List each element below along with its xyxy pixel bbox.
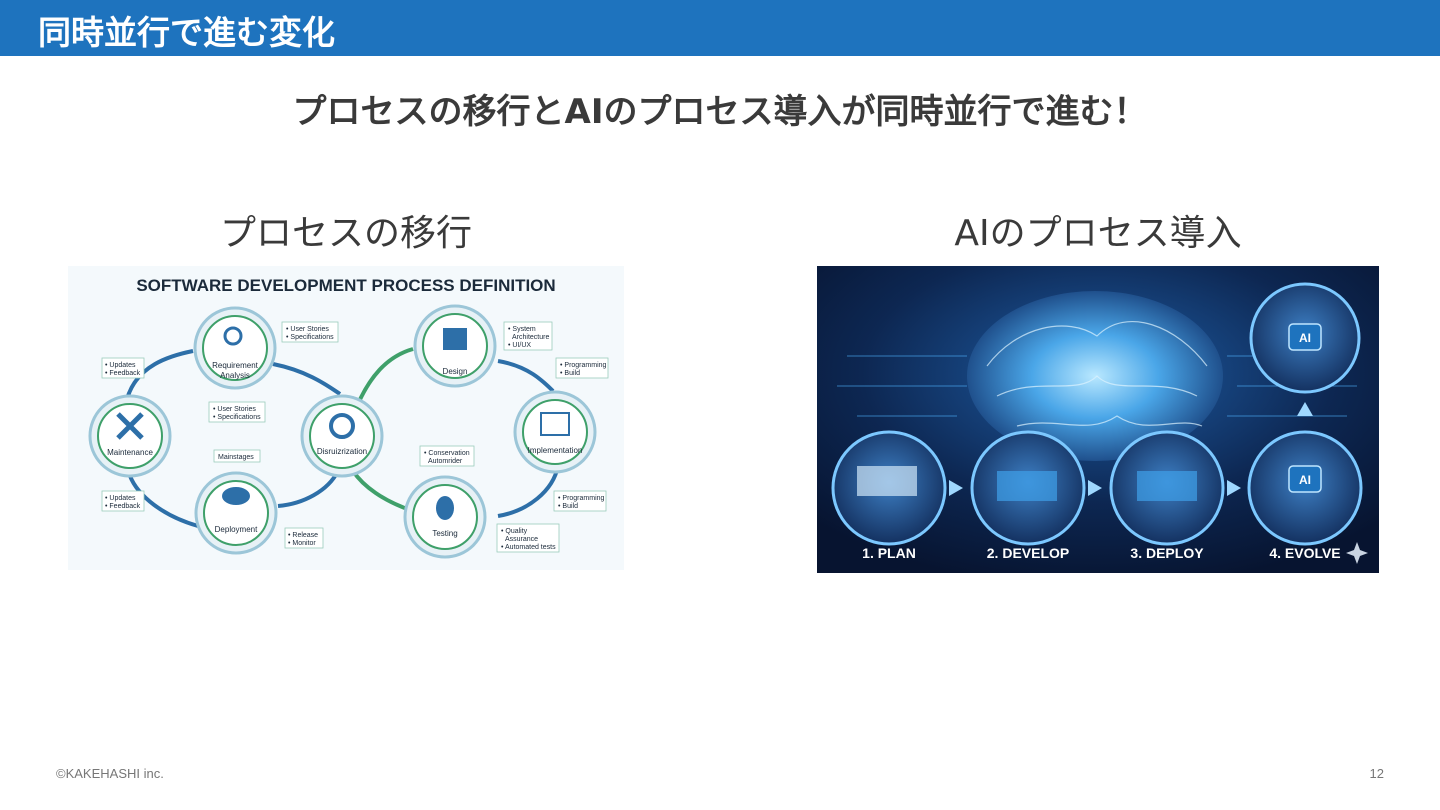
node-center: Disruizrization — [302, 396, 382, 476]
arrow-6 — [353, 471, 413, 511]
ai-badge-top: AI — [1299, 331, 1311, 345]
note-release: • Release • Monitor — [285, 528, 323, 548]
note-updates: • Updates • Feedback — [102, 358, 144, 378]
svg-text:• Feedback: • Feedback — [105, 370, 141, 377]
step-top-right: AI — [1251, 284, 1359, 392]
copyright: ©KAKEHASHI inc. — [56, 766, 164, 781]
svg-text:• Release: • Release — [288, 532, 318, 539]
node-label-design: Design — [443, 367, 468, 376]
svg-text:• Quality: • Quality — [501, 528, 528, 535]
svg-text:• User Stories: • User Stories — [213, 406, 256, 413]
note-mainstages: Mainstages — [214, 450, 260, 462]
right-subtitle: AIのプロセス導入 — [817, 204, 1379, 256]
node-implementation: Implementation — [515, 392, 595, 472]
svg-text:• Specifications: • Specifications — [286, 334, 334, 341]
note-conservation: • Conservation Automrider — [420, 446, 474, 466]
svg-text:• Automated tests: • Automated tests — [501, 544, 556, 551]
step-evolve: AI — [1249, 432, 1361, 544]
svg-text:Architecture: Architecture — [512, 334, 549, 341]
left-subtitle: プロセスの移行 — [70, 204, 622, 256]
ai-process-illustration: AI AI 1. PLAN 2. DEVELOP 3. DEPLOY 4. EV… — [817, 266, 1379, 573]
ai-process-image: AI AI 1. PLAN 2. DEVELOP 3. DEPLOY 4. EV… — [817, 266, 1379, 573]
note-user-stories: • User Stories • Specifications — [282, 322, 338, 342]
ai-badge-evolve: AI — [1299, 473, 1311, 487]
step-label-deploy: 3. DEPLOY — [1130, 545, 1204, 561]
node-label-maintenance: Maintenance — [107, 448, 153, 457]
process-diagram: SOFTWARE DEVELOPMENT PROCESS DEFINITION … — [68, 266, 624, 570]
arrow-2 — [273, 364, 340, 394]
step-label-develop: 2. DEVELOP — [987, 545, 1069, 561]
svg-text:• System: • System — [508, 326, 536, 333]
note-programming: • Programming • Build — [556, 358, 608, 378]
svg-text:• User Stories: • User Stories — [286, 326, 329, 333]
step-develop — [972, 432, 1084, 544]
headline: プロセスの移行とAIのプロセス導入が同時並行で進む！ — [0, 84, 1440, 133]
arrow-5 — [498, 466, 558, 516]
svg-text:Automrider: Automrider — [428, 458, 463, 465]
note-updates-2: • Updates • Feedback — [102, 491, 144, 511]
node-maintenance: Maintenance — [90, 396, 170, 476]
step-deploy — [1111, 432, 1223, 544]
node-label-implementation: Implementation — [528, 446, 583, 455]
node-label-testing: Testing — [432, 529, 457, 538]
svg-text:Mainstages: Mainstages — [218, 454, 254, 461]
blueprint-icon — [443, 328, 467, 350]
node-deployment: Deployment — [196, 473, 276, 553]
svg-text:• Conservation: • Conservation — [424, 450, 470, 457]
node-design: Design — [415, 306, 495, 386]
step-plan — [833, 432, 945, 544]
note-quality: • Quality Assurance • Automated tests — [497, 524, 559, 552]
node-testing: Testing — [405, 477, 485, 557]
svg-text:• Feedback: • Feedback — [105, 503, 141, 510]
slide-title: 同時並行で進む変化 — [38, 6, 335, 54]
svg-text:• Updates: • Updates — [105, 495, 136, 502]
svg-text:• Monitor: • Monitor — [288, 540, 316, 547]
node-label-requirement: Requirement — [212, 361, 259, 370]
step-label-evolve: 4. EVOLVE — [1269, 545, 1340, 561]
svg-text:• Build: • Build — [560, 370, 580, 377]
node-label-center: Disruizrization — [317, 447, 367, 456]
node-label-deployment: Deployment — [215, 525, 258, 534]
note-center-user-stories: • User Stories • Specifications — [209, 402, 265, 422]
svg-text:Assurance: Assurance — [505, 536, 538, 543]
svg-text:• Build: • Build — [558, 503, 578, 510]
node-label-analysis: Analysis — [220, 371, 250, 380]
note-system: • System Architecture • UI/UX — [504, 322, 552, 350]
diagram-title: SOFTWARE DEVELOPMENT PROCESS DEFINITION — [136, 276, 555, 295]
arrow-7 — [278, 471, 338, 506]
note-programming-2: • Programming • Build — [554, 491, 606, 511]
cloud-server-icon — [222, 487, 250, 505]
svg-text:• Updates: • Updates — [105, 362, 136, 369]
svg-text:• Specifications: • Specifications — [213, 414, 261, 421]
bug-icon — [436, 496, 454, 520]
step-label-plan: 1. PLAN — [862, 545, 916, 561]
page-number: 12 — [1370, 766, 1384, 781]
arrow-4 — [498, 361, 553, 391]
node-requirement: Requirement Analysis — [195, 308, 275, 388]
svg-text:• Programming: • Programming — [560, 362, 607, 369]
process-diagram-image: SOFTWARE DEVELOPMENT PROCESS DEFINITION … — [68, 266, 624, 570]
title-bar: 同時並行で進む変化 — [0, 0, 1440, 56]
svg-text:• UI/UX: • UI/UX — [508, 342, 531, 349]
svg-text:• Programming: • Programming — [558, 495, 605, 502]
